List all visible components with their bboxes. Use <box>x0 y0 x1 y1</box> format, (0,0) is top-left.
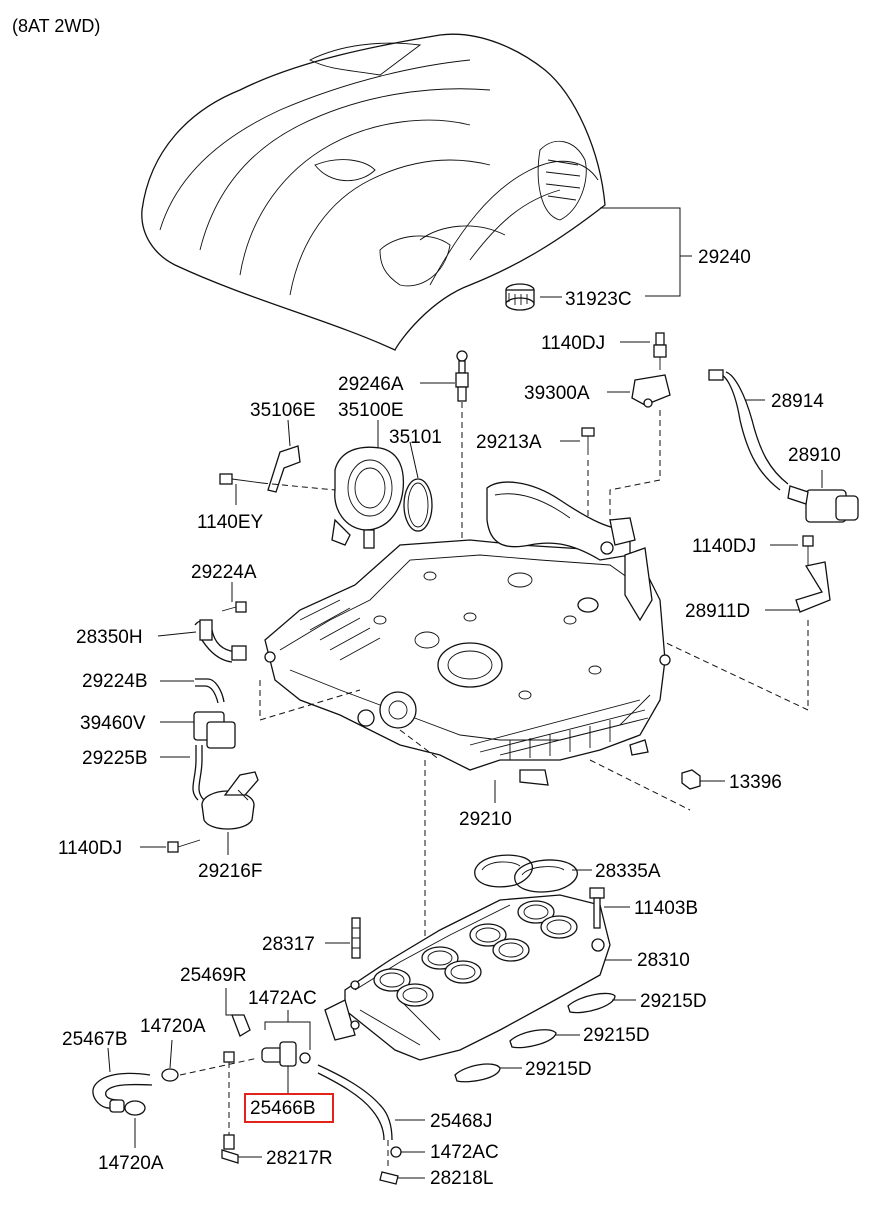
part-label-29246a[interactable]: 29246A <box>338 374 404 395</box>
purge-valve-28910 <box>787 470 859 523</box>
clamp-14720a <box>134 1039 259 1148</box>
gasket-28335a <box>474 854 592 893</box>
part-label-1140dj-top[interactable]: 1140DJ <box>541 333 606 354</box>
pcv-valve-25466b <box>261 1010 311 1093</box>
hose-25469r <box>225 988 251 1037</box>
part-label-13396[interactable]: 13396 <box>729 772 782 793</box>
part-label-29215d-2[interactable]: 29215D <box>583 1025 650 1046</box>
sensor-39300a <box>607 332 671 520</box>
part-label-35100e[interactable]: 35100E <box>338 400 404 421</box>
part-label-28335a[interactable]: 28335A <box>595 861 661 882</box>
part-label-1472ac-top[interactable]: 1472AC <box>248 988 317 1009</box>
hose-25468j <box>317 1064 425 1168</box>
part-label-28910[interactable]: 28910 <box>788 445 841 466</box>
part-label-28217r[interactable]: 28217R <box>266 1148 333 1169</box>
fitting-28217r <box>221 1051 262 1164</box>
actuator-29216f <box>201 771 259 855</box>
clamp-1472ac-bottom <box>390 1146 425 1158</box>
part-label-31923c[interactable]: 31923C <box>565 289 632 310</box>
part-label-29240[interactable]: 29240 <box>698 247 751 268</box>
lower-manifold-28310 <box>324 894 632 1061</box>
sensor-35106e <box>267 419 301 493</box>
gasket-35101 <box>403 441 433 532</box>
purge-hose-28914 <box>708 369 789 491</box>
gaskets-29215d <box>454 992 636 1083</box>
hose-25467b <box>92 1047 153 1116</box>
part-label-35106e[interactable]: 35106E <box>250 400 316 421</box>
bolt-1140ey <box>219 473 336 505</box>
bracket-28911d <box>659 535 831 711</box>
part-label-28218l[interactable]: 28218L <box>430 1168 494 1189</box>
nut-13396 <box>681 769 725 790</box>
part-label-29215d-3[interactable]: 29215D <box>525 1059 592 1080</box>
part-label-28914[interactable]: 28914 <box>771 391 824 412</box>
part-label-14720a-top[interactable]: 14720A <box>140 1016 206 1037</box>
bolt-11403b <box>589 887 630 929</box>
part-label-39300a[interactable]: 39300A <box>524 383 590 404</box>
part-label-29213a[interactable]: 29213A <box>476 432 542 453</box>
stud-28317 <box>325 917 361 959</box>
part-label-28350h[interactable]: 28350H <box>76 627 143 648</box>
part-label-29215d-1[interactable]: 29215D <box>640 991 707 1012</box>
part-label-11403b[interactable]: 11403B <box>634 898 699 919</box>
part-label-1140dj-right[interactable]: 1140DJ <box>692 536 757 557</box>
engine-cover-drawing <box>141 33 606 351</box>
part-label-1140ey[interactable]: 1140EY <box>197 512 264 533</box>
part-label-1472ac-bottom[interactable]: 1472AC <box>430 1142 499 1163</box>
intake-manifold-29210 <box>259 481 691 1050</box>
part-label-1140dj-left[interactable]: 1140DJ <box>58 838 123 859</box>
fitting-28218l <box>379 1171 425 1185</box>
part-label-14720a-bottom[interactable]: 14720A <box>98 1153 164 1174</box>
part-label-29216f[interactable]: 29216F <box>198 861 263 882</box>
part-label-28911d[interactable]: 28911D <box>685 601 751 622</box>
part-label-35101[interactable]: 35101 <box>389 427 442 448</box>
variant-title: (8AT 2WD) <box>12 16 101 36</box>
throttle-body-35100e <box>331 420 405 549</box>
bolt-1140dj-left <box>140 839 201 853</box>
stud-29246a <box>420 350 469 545</box>
bolt-29224a <box>221 582 247 613</box>
part-label-39460v[interactable]: 39460V <box>80 713 146 734</box>
part-label-25466b[interactable]: 25466B <box>250 1098 316 1119</box>
part-label-28317[interactable]: 28317 <box>262 934 315 955</box>
part-label-29210[interactable]: 29210 <box>459 809 512 830</box>
hose-28350h <box>157 619 247 663</box>
part-label-29224b[interactable]: 29224B <box>82 671 148 692</box>
part-label-29225b[interactable]: 29225B <box>82 748 148 769</box>
part-label-25468j[interactable]: 25468J <box>430 1111 493 1132</box>
hose-29224b <box>160 678 225 704</box>
part-label-25467b[interactable]: 25467B <box>62 1029 128 1050</box>
solenoid-39460v <box>160 711 236 749</box>
hose-29225b <box>160 745 205 801</box>
oil-cap-31923c <box>505 283 535 311</box>
part-label-28310[interactable]: 28310 <box>637 950 690 971</box>
part-label-25469r[interactable]: 25469R <box>180 965 247 986</box>
part-label-29224a[interactable]: 29224A <box>191 562 257 583</box>
